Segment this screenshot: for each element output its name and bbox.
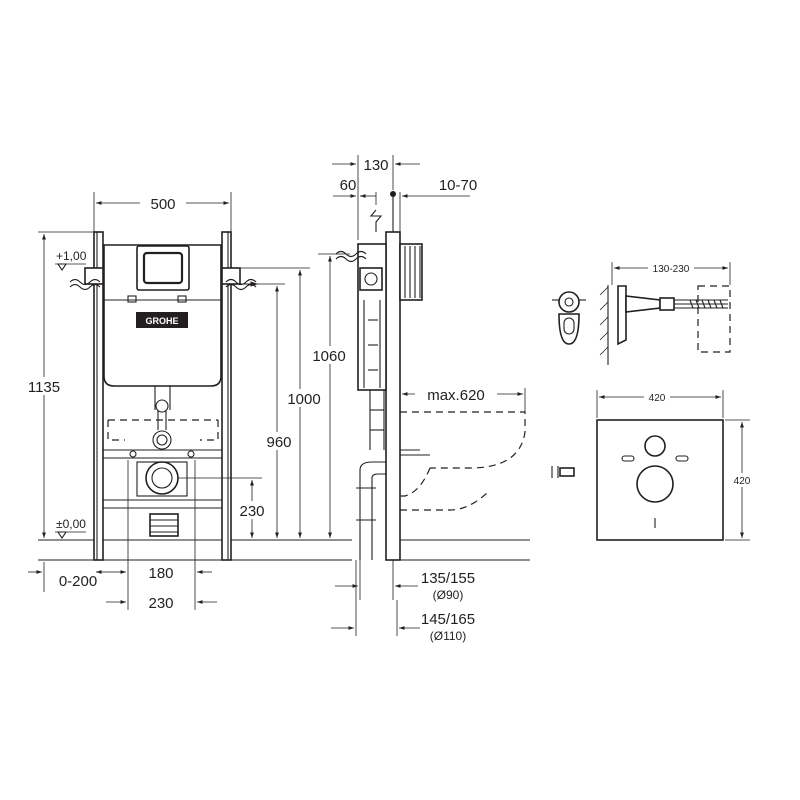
dim-130: 130 [363, 157, 388, 174]
side-dimensions: 130 60 10-70 1060 max.620 135/155 (Ø90) … [305, 155, 526, 643]
dim-1000: 1000 [287, 391, 320, 408]
dim-420-height: 420 [734, 476, 751, 487]
water-inlet-left-icon [69, 278, 101, 286]
dim-135-155: 135/155 [421, 570, 475, 587]
bracket-front-icon [558, 291, 580, 313]
dim-1060: 1060 [312, 348, 345, 365]
side-view [335, 191, 526, 561]
side-inlet-icon [335, 250, 367, 258]
drain-bend [149, 513, 179, 537]
dim-130-230: 130-230 [653, 264, 690, 275]
drain-opening [145, 461, 179, 495]
dim-0-200: 0-200 [59, 573, 97, 590]
level-zero-label: ±0,00 [56, 517, 86, 531]
mat-drain-hole [636, 465, 674, 503]
floor-line [38, 539, 530, 561]
bracket-detail: 130-230 [552, 261, 731, 365]
dim-230-width: 230 [148, 595, 173, 612]
flush-plate-opening [136, 245, 190, 291]
wall-section [385, 231, 401, 561]
dim-420-width: 420 [649, 393, 666, 404]
bowl-outline [400, 411, 526, 469]
dim-10-70: 10-70 [439, 177, 477, 194]
dim-230-height: 230 [239, 503, 264, 520]
level-top-label: +1,00 [56, 249, 87, 263]
dim-60: 60 [340, 177, 357, 194]
logo-text: GROHE [145, 316, 178, 326]
dim-500: 500 [150, 196, 175, 213]
dim-180: 180 [148, 565, 173, 582]
mat-water-hole [644, 435, 666, 457]
bolt-icon [551, 466, 575, 478]
insulation-mat: 420 420 [551, 390, 754, 541]
dim-1135: 1135 [28, 379, 60, 396]
dim-960: 960 [266, 434, 291, 451]
front-dimensions: 500 1135 +1,00 ±0,00 0-200 180 230 1000 [22, 192, 328, 612]
left-rail [93, 231, 104, 561]
dim-145-165: 145/165 [421, 611, 475, 628]
supply-icon [369, 209, 383, 232]
dim-max-620: max.620 [427, 387, 485, 404]
dim-d110: (Ø110) [430, 629, 466, 643]
grohe-logo [136, 312, 188, 328]
front-view: GROHE [69, 231, 258, 572]
dim-d90: (Ø90) [433, 588, 464, 602]
right-rail [221, 231, 232, 561]
